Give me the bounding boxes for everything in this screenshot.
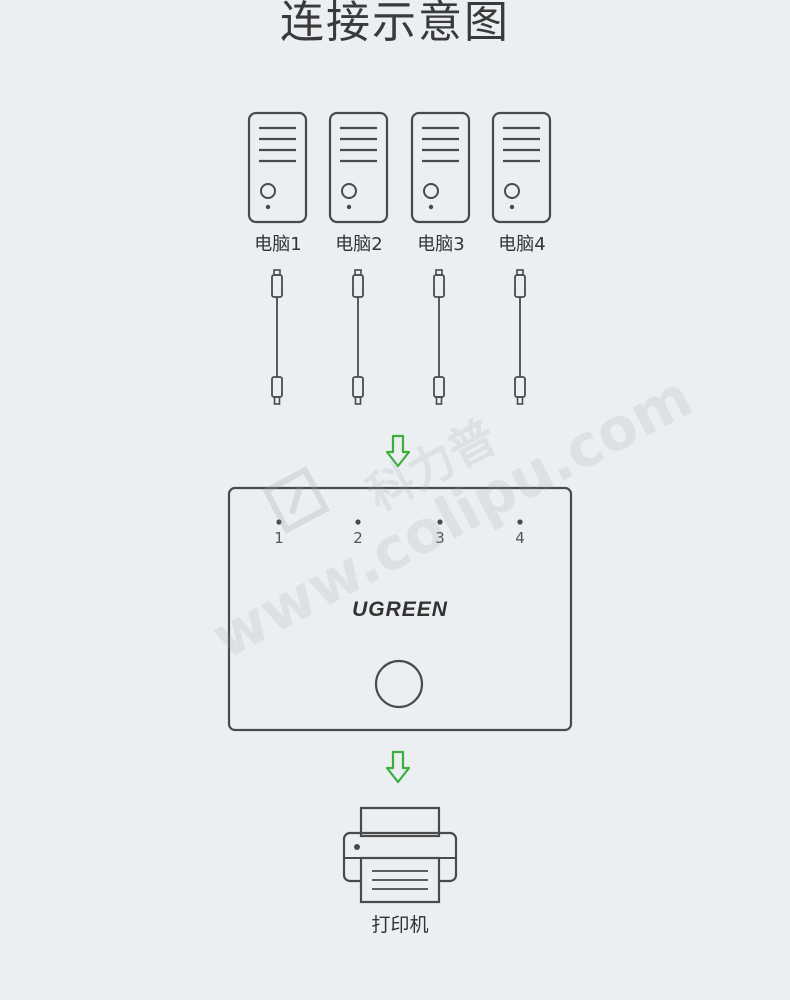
port-4-number: 4	[515, 529, 525, 547]
port-2-number: 2	[353, 529, 363, 547]
port-1-led-icon	[276, 519, 282, 525]
page-title: 连接示意图	[280, 0, 510, 48]
switch-button-icon	[374, 659, 424, 709]
port-2-led-icon	[355, 519, 361, 525]
watermark-logo-icon	[262, 466, 330, 534]
port-1-number: 1	[274, 529, 284, 547]
computer-2-label: 电脑2	[335, 234, 383, 255]
port-3-number: 3	[435, 529, 445, 547]
computer-4-label: 电脑4	[498, 234, 546, 255]
computer-4-icon	[491, 111, 552, 224]
port-3-led-icon	[437, 519, 443, 525]
usb-switch-box	[227, 486, 573, 732]
usb-cable-1-icon	[271, 269, 283, 405]
computer-1-label: 电脑1	[254, 234, 302, 255]
computer-1-icon	[247, 111, 308, 224]
printer-label: 打印机	[371, 914, 429, 936]
down-arrow-icon	[385, 750, 411, 784]
brand-logo-text: UGREEN	[352, 598, 448, 621]
printer-icon	[342, 806, 458, 904]
usb-cable-3-icon	[433, 269, 445, 405]
down-arrow-icon	[385, 434, 411, 468]
computer-3-label: 电脑3	[417, 234, 465, 255]
computer-3-icon	[410, 111, 471, 224]
usb-cable-4-icon	[514, 269, 526, 405]
port-4-led-icon	[517, 519, 523, 525]
usb-cable-2-icon	[352, 269, 364, 405]
computer-2-icon	[328, 111, 389, 224]
